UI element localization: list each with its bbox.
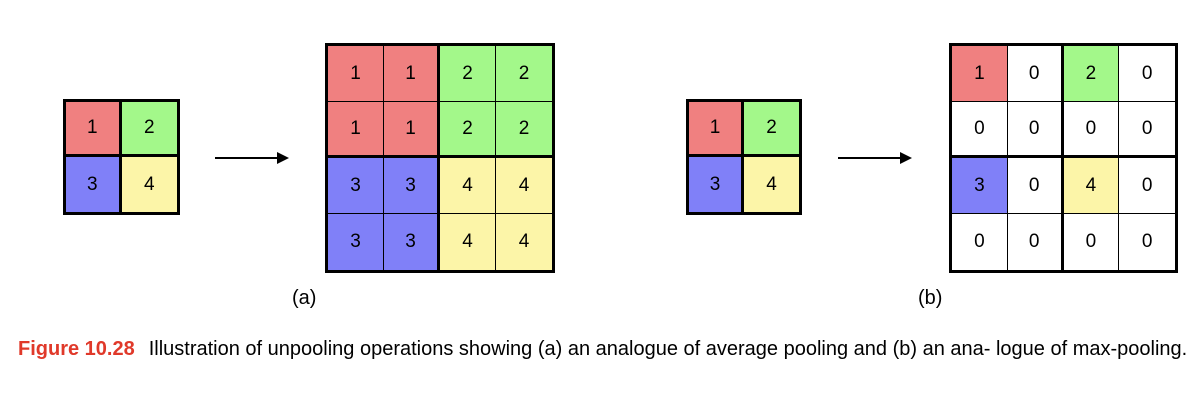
panel-b-output-cell: 0	[1007, 214, 1064, 270]
panel-a-output-cell: 1	[384, 102, 440, 158]
panel-b-output-cell: 0	[1119, 214, 1175, 270]
panel-b-arrow	[838, 152, 912, 164]
panel-b-output-cell: 0	[1119, 102, 1175, 158]
panel-b-output-cell: 1	[952, 46, 1008, 102]
panel-a-output-cell: 1	[328, 46, 384, 102]
panel-b-output-cell: 0	[1119, 46, 1175, 102]
panel-a-output-cell: 3	[328, 158, 384, 214]
panel-a-output-cell: 4	[440, 158, 496, 214]
panel-a-output-cell: 3	[328, 214, 384, 270]
panel-a-output-cell: 2	[440, 102, 496, 158]
panel-a-output-cell: 2	[496, 46, 552, 102]
panel-a-output-cell: 4	[496, 214, 552, 270]
panel-a-arrow	[215, 152, 289, 164]
panel-a-output-cell: 1	[384, 46, 440, 102]
panel-b-output-cell: 0	[952, 214, 1008, 270]
panel-b-output-cell: 3	[952, 158, 1008, 214]
caption-text: Illustration of unpooling operations sho…	[148, 338, 1188, 360]
panel-a-input-cell: 4	[121, 157, 177, 212]
panel-a-input-cell: 3	[66, 157, 122, 212]
panel-a-output-cell: 3	[384, 158, 440, 214]
figure-number: Figure 10.28	[18, 338, 135, 360]
panel-b-input-cell: 2	[744, 102, 799, 157]
panel-b-output-cell: 4	[1063, 158, 1120, 214]
panel-b-output-cell: 0	[1063, 214, 1120, 270]
panel-a-output-cell: 1	[328, 102, 384, 158]
panel-b-output-cell: 0	[1063, 102, 1120, 158]
panel-b-input-cell: 1	[689, 102, 744, 157]
panel-b-output-cell: 0	[1119, 158, 1175, 214]
panel-a-output-cell: 3	[384, 214, 440, 270]
panel-a-output-cell: 2	[496, 102, 552, 158]
panel-b-label: (b)	[918, 287, 943, 309]
panel-a-label: (a)	[292, 287, 317, 309]
panel-b-output-cell: 2	[1063, 46, 1120, 102]
panel-b-input-cell: 4	[744, 157, 799, 212]
panel-b-output-cell: 0	[952, 102, 1008, 158]
panel-a-input-cell: 2	[121, 102, 177, 157]
panel-a-input-cell: 1	[66, 102, 122, 157]
panel-b-output-cell: 0	[1007, 46, 1064, 102]
panel-b-output-cell: 0	[1007, 102, 1064, 158]
panel-b-output-cell: 0	[1007, 158, 1064, 214]
figure-caption: Figure 10.28 Illustration of unpooling op…	[18, 336, 1188, 362]
panel-b-input-cell: 3	[689, 157, 744, 212]
panel-a-output-cell: 4	[496, 158, 552, 214]
panel-a-output-cell: 2	[440, 46, 496, 102]
panel-a-output-cell: 4	[440, 214, 496, 270]
